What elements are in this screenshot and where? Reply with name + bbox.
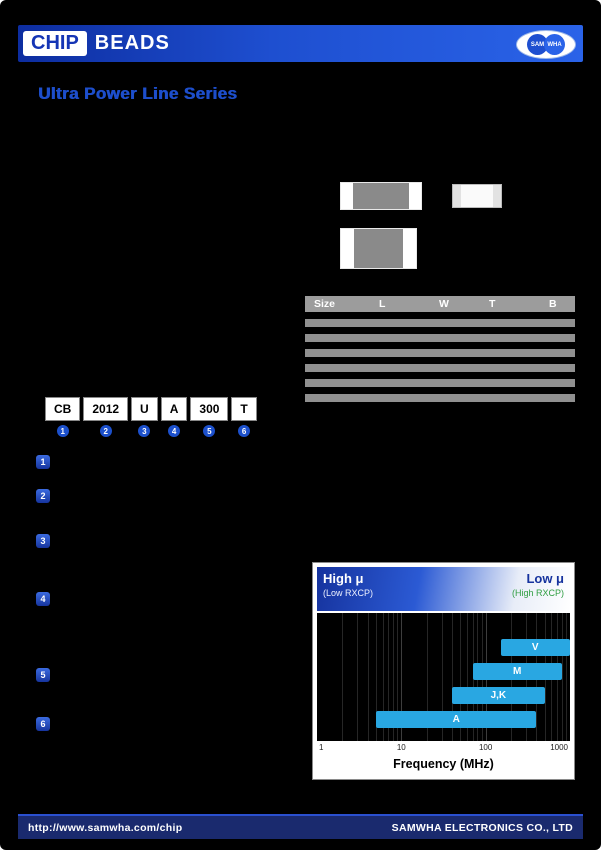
chip-bead-diagram-perspective <box>340 228 417 269</box>
pn-index-1: 1 <box>56 425 69 437</box>
pn-impedance-code: 300 <box>190 397 229 421</box>
dimensions-table-header: Size L W T B <box>305 296 575 312</box>
chart-bar-jk: J,K <box>452 687 545 704</box>
tick-10mhz: 10 <box>396 743 406 752</box>
pn-index-2: 2 <box>99 425 112 437</box>
col-band: B <box>549 298 557 310</box>
low-mu-legend: Low μ (High RXCP) <box>512 571 564 607</box>
pn-index-3: 3 <box>138 425 151 437</box>
col-thickness: T <box>489 298 496 310</box>
high-mu-label: High μ <box>323 571 364 586</box>
chip-body <box>353 183 409 209</box>
gridline-minor <box>388 613 390 741</box>
gridline-minor <box>441 613 443 741</box>
gridline-minor <box>452 613 454 741</box>
col-size: Size <box>314 298 336 310</box>
col-width: W <box>439 298 449 310</box>
table-row <box>305 379 575 387</box>
gridline-minor <box>426 613 428 741</box>
pn-index-4: 4 <box>168 425 181 437</box>
chart-x-axis-label: Frequency (MHz) <box>393 757 494 771</box>
gridline-minor <box>466 613 468 741</box>
part-number-segment: T 6 <box>231 397 257 437</box>
chip-terminal-icon <box>453 185 461 207</box>
chart-legend-band: High μ (Low RXCP) Low μ (High RXCP) <box>317 567 570 611</box>
samwha-logo-sam: SAM <box>527 34 548 55</box>
table-row <box>305 349 575 357</box>
pn-type-code: U <box>131 397 158 421</box>
chart-x-ticks: 1 10 100 1000 <box>317 742 570 753</box>
gridline-minor <box>397 613 399 741</box>
tick-1000mhz: 1000 <box>550 743 568 752</box>
gridline-minor <box>460 613 462 741</box>
gridline-minor <box>393 613 395 741</box>
part-number-system: CB 1 2012 2 U 3 A 4 300 5 T 6 <box>45 397 257 437</box>
high-rxcp-label: (High RXCP) <box>511 588 564 598</box>
footer-url-link[interactable]: http://www.samwha.com/chip <box>28 821 183 834</box>
high-mu-legend: High μ (Low RXCP) <box>323 571 373 607</box>
chip-bead-diagram-top-view <box>340 182 422 210</box>
pn-packaging-code: T <box>231 397 257 421</box>
chip-terminal-icon <box>341 229 354 268</box>
gridline-minor <box>375 613 377 741</box>
page-header: CHIP BEADS SAM WHA <box>18 25 583 62</box>
section-badge-3: 3 <box>36 534 50 548</box>
chart-bar-m: M <box>472 663 562 680</box>
gridline-minor <box>357 613 359 741</box>
pn-index-5: 5 <box>203 425 216 437</box>
pn-size-code: 2012 <box>83 397 129 421</box>
section-badge-4: 4 <box>36 592 50 606</box>
series-title: Ultra Power Line Series <box>38 84 238 103</box>
chip-body <box>354 229 403 268</box>
chip-bead-diagram-side-view <box>452 184 502 208</box>
chip-terminal-icon <box>409 183 421 209</box>
section-badge-6: 6 <box>36 717 50 731</box>
gridline-minor <box>561 613 563 741</box>
samwha-logo-wha: WHA <box>544 34 565 55</box>
footer-company-name: SAMWHA ELECTRONICS CO., LTD <box>391 821 573 834</box>
gridline-major <box>401 613 403 741</box>
tick-100mhz: 100 <box>478 743 493 752</box>
part-number-segment: A 4 <box>160 397 188 437</box>
chart-bar-v: V <box>500 639 570 656</box>
low-rxcp-label: (Low RXCP) <box>323 588 374 598</box>
tick-1mhz: 1 <box>319 743 324 752</box>
table-row <box>305 364 575 372</box>
pn-material-code: A <box>160 397 188 421</box>
chip-terminal-icon <box>403 229 416 268</box>
gridline-minor <box>367 613 369 741</box>
header-beads-label: BEADS <box>94 32 170 54</box>
section-badge-2: 2 <box>36 489 50 503</box>
table-row <box>305 394 575 402</box>
low-mu-label: Low μ <box>526 571 564 586</box>
samwha-logo: SAM WHA <box>516 30 576 59</box>
part-number-segment: U 3 <box>131 397 158 437</box>
section-badge-1: 1 <box>36 455 50 469</box>
section-badge-5: 5 <box>36 668 50 682</box>
gridline-minor <box>382 613 384 741</box>
pn-index-6: 6 <box>238 425 251 437</box>
gridline-minor <box>566 613 568 741</box>
table-row <box>305 334 575 342</box>
page-footer: http://www.samwha.com/chip SAMWHA ELECTR… <box>18 814 583 839</box>
chart-bar-a: A <box>375 711 537 728</box>
part-number-segment: 2012 2 <box>83 397 129 437</box>
gridline-minor <box>342 613 344 741</box>
chip-terminal-icon <box>341 183 353 209</box>
chip-terminal-icon <box>493 185 501 207</box>
header-chip-label: CHIP <box>23 31 87 56</box>
table-row <box>305 319 575 327</box>
pn-series-code: CB <box>45 397 81 421</box>
part-number-segment: CB 1 <box>45 397 81 437</box>
chip-body <box>461 185 493 207</box>
dimensions-table: Size L W T B <box>305 296 575 402</box>
col-length: L <box>379 298 386 310</box>
part-number-segment: 300 5 <box>190 397 229 437</box>
